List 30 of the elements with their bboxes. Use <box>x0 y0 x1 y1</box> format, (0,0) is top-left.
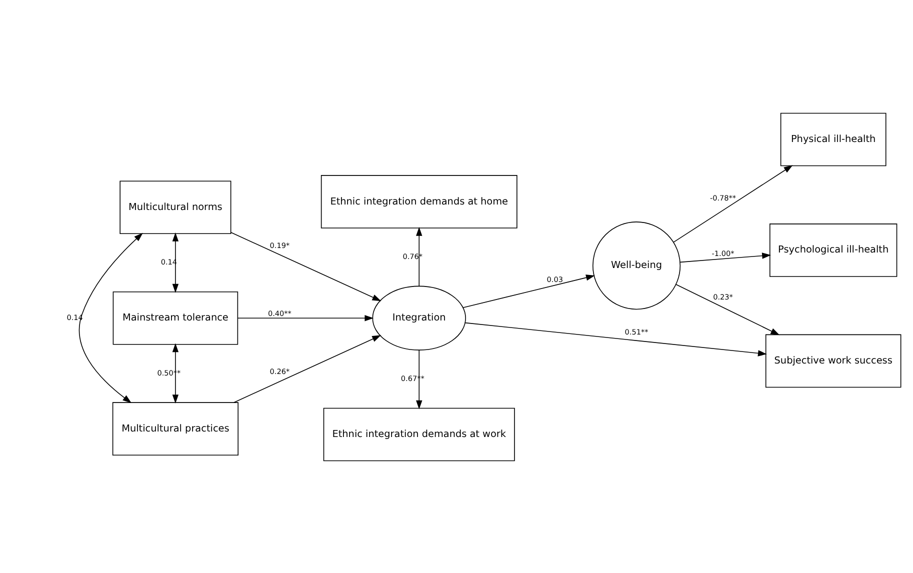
node-box: Physical ill-health <box>780 112 886 166</box>
arrow <box>416 349 422 409</box>
node-box: Mainstream tolerance <box>112 290 238 344</box>
edge-label: 0.23* <box>713 292 733 302</box>
edge-label: 0.26* <box>270 366 290 376</box>
arrow <box>78 232 143 403</box>
edge-label: 0.03 <box>546 274 563 284</box>
arrow <box>416 226 422 286</box>
node-box: Subjective work success <box>765 334 902 388</box>
edge-label: 0.40** <box>268 308 292 318</box>
node-box: Multicultural practices <box>112 402 238 456</box>
edge-label: -1.00* <box>712 248 734 258</box>
node-box: Multicultural norms <box>120 180 232 234</box>
node-box: Psychological ill-health <box>769 223 898 276</box>
arrow <box>230 231 382 301</box>
arrow <box>464 322 767 356</box>
arrow <box>680 252 771 262</box>
edge-label: 0.19* <box>270 240 290 250</box>
node-circle: Well-being <box>592 221 681 310</box>
arrow <box>462 274 595 308</box>
arrow <box>172 232 179 292</box>
node-box: Ethnic integration demands at work <box>323 407 515 461</box>
edge-label: 0.51** <box>624 326 648 336</box>
node-box: Ethnic integration demands at home <box>320 174 518 228</box>
arrow <box>172 342 179 404</box>
arrow <box>238 314 374 321</box>
arrow <box>673 164 793 242</box>
arrow <box>676 284 780 335</box>
edge-label: -0.78** <box>710 192 736 202</box>
arrow <box>234 334 382 402</box>
